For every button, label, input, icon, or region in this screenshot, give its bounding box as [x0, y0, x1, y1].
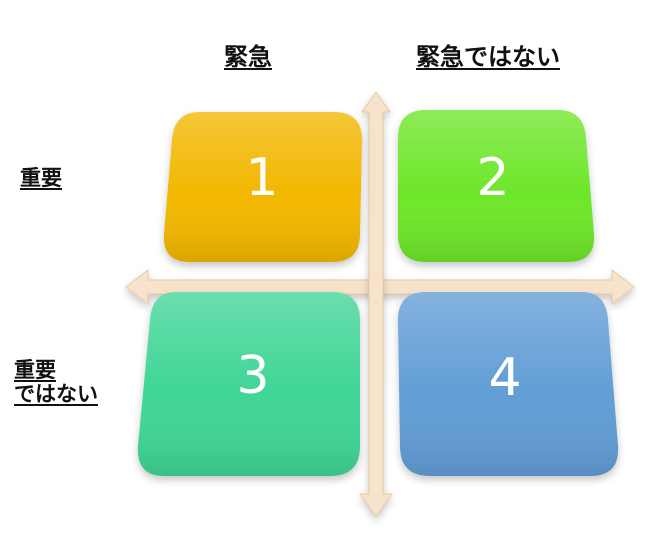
- row-label-not-important-line1: 重要: [14, 358, 56, 382]
- row-label-not-important-line2: ではない: [14, 382, 98, 407]
- column-label-not-urgent: 緊急ではない: [416, 43, 560, 71]
- quadrant-2-number: 2: [476, 148, 509, 208]
- quadrant-3: 3: [137, 292, 360, 476]
- row-label-important: 重要: [20, 166, 62, 190]
- quadrant-3-number: 3: [236, 346, 269, 406]
- quadrant-4-sheen: [398, 292, 619, 476]
- quadrant-4-number: 4: [488, 348, 521, 408]
- quadrant-4: 4: [398, 292, 619, 476]
- axes: [125, 91, 635, 517]
- vertical-axis-shape: [359, 91, 393, 517]
- column-label-urgent: 緊急: [224, 43, 272, 71]
- row-label-not-important: 重要 ではない: [14, 358, 124, 406]
- quadrant-2: 2: [398, 110, 595, 262]
- quadrant-1-number: 1: [245, 148, 278, 208]
- vertical-axis-arrow: [359, 91, 393, 517]
- quadrant-3-sheen: [137, 292, 360, 476]
- quadrant-1-sheen: [163, 112, 362, 262]
- quadrant-1: 1: [163, 112, 362, 262]
- quadrant-2-sheen: [398, 110, 595, 262]
